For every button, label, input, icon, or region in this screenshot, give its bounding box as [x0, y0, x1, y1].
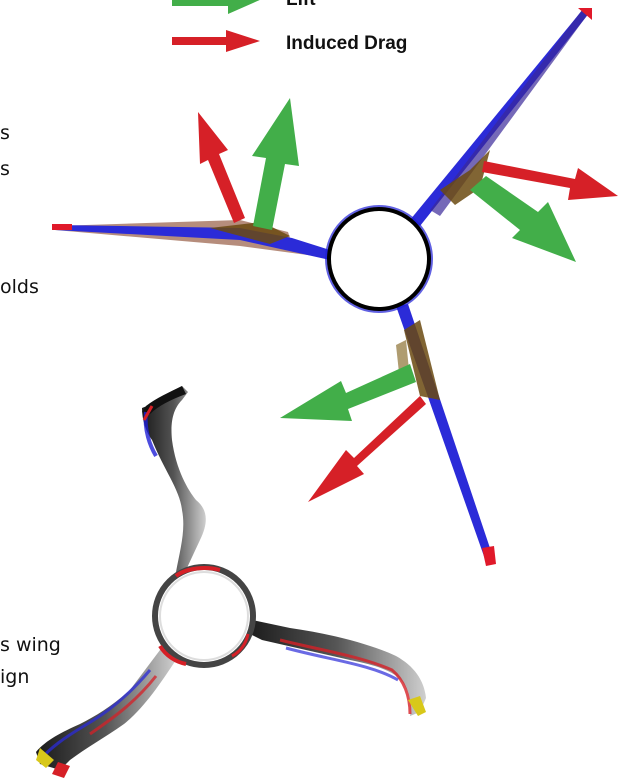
lower-blade-tip — [482, 546, 496, 566]
left-blade-lift-arrow — [252, 98, 299, 230]
side-text-fragment: s wing — [0, 634, 61, 656]
lower-blade-lift-arrow — [280, 364, 416, 421]
upper-rotor — [52, 8, 618, 566]
induced-drag-legend-arrow-head — [226, 30, 260, 52]
upper-right-blade — [410, 8, 592, 226]
curved-blade-top — [142, 386, 206, 572]
left-blade-induced-drag-arrow — [198, 112, 245, 223]
upper-right-blade-tip — [578, 8, 592, 20]
induced-drag-legend-arrow-shaft — [172, 37, 230, 45]
curved-blade-bottom-left — [36, 640, 176, 778]
lift-legend-label: Lift — [286, 0, 316, 10]
lower-rotor — [36, 386, 426, 778]
lift-legend-arrow-shaft — [172, 0, 232, 6]
lower-blade-induced-drag-arrow — [308, 396, 426, 502]
left-blade — [52, 220, 330, 260]
induced-drag-legend-label: Induced Drag — [286, 33, 407, 54]
curved-blade-right — [246, 620, 426, 716]
side-text-fragment: s — [0, 158, 10, 180]
hub — [327, 207, 431, 311]
lift-legend-arrow-head — [228, 0, 260, 14]
side-text-fragment: s — [0, 122, 10, 144]
lift-legend-arrow — [172, 0, 260, 14]
left-blade-tip — [52, 224, 72, 230]
induced-drag-legend-arrow — [172, 30, 260, 52]
lower-blade — [396, 304, 496, 566]
side-text-fragment: ign — [0, 666, 30, 688]
side-text-fragment: olds — [0, 276, 39, 298]
legend: Lift Induced Drag — [172, 0, 407, 54]
upper-right-blade-induced-drag-arrow — [482, 161, 618, 200]
upper-right-blade-lift-arrow — [470, 176, 576, 262]
